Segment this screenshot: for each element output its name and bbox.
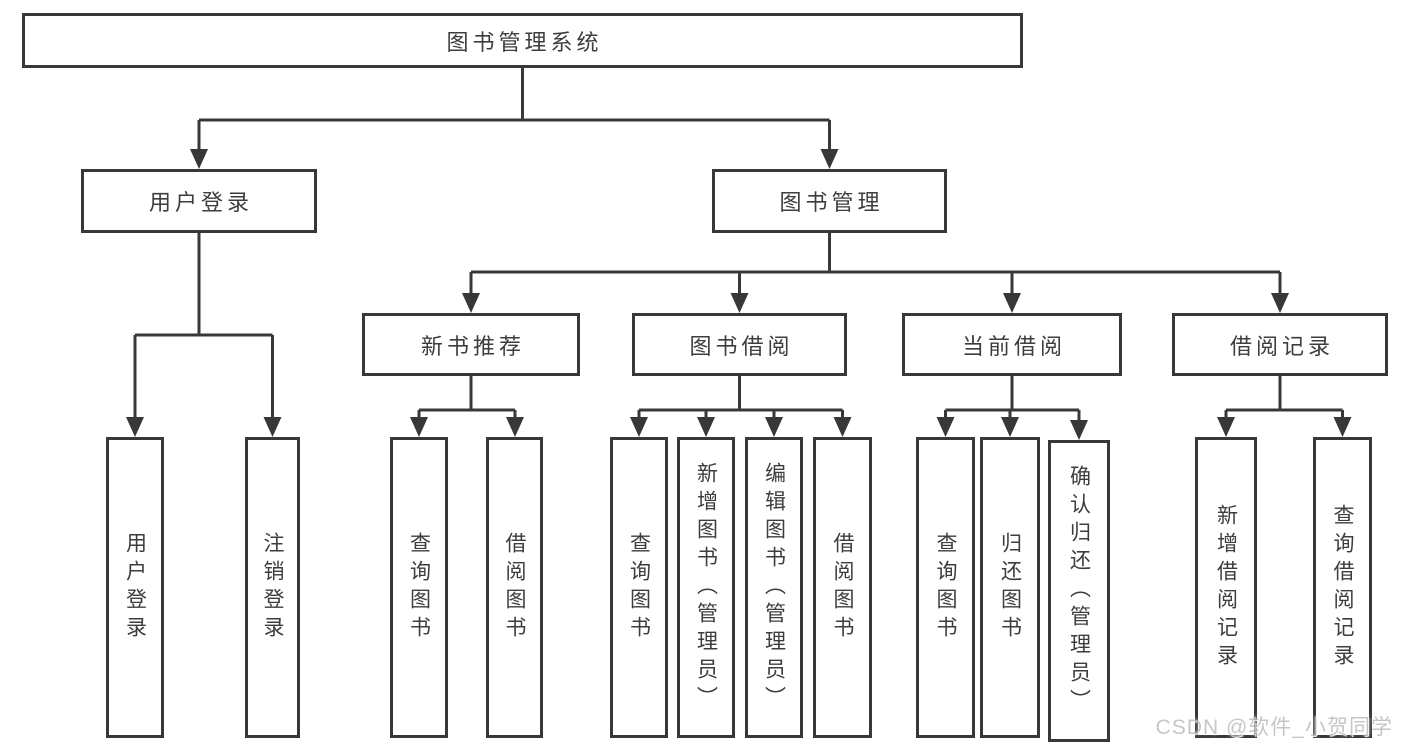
node-label: 图书管理系统 — [446, 29, 603, 55]
node-user-login: 用户登录 — [81, 169, 317, 233]
connector-mgmt-to-level3 — [469, 233, 1282, 299]
node-label: 用户登录 — [123, 531, 147, 644]
node-recommend-query-books: 查询图书 — [390, 437, 448, 738]
node-label: 借阅图书 — [503, 531, 526, 644]
node-records-query-record: 查询借阅记录 — [1313, 437, 1372, 738]
node-label: 查询图书 — [407, 531, 431, 644]
node-borrowing-add-books-admin: 新增图书（管理员） — [677, 437, 735, 738]
node-label: 查询图书 — [627, 531, 651, 644]
connector-login-branch — [133, 233, 274, 423]
node-records-add-record: 新增借阅记录 — [1195, 437, 1257, 738]
node-library-management-system: 图书管理系统 — [22, 13, 1023, 68]
node-borrowing-borrow-books: 借阅图书 — [813, 437, 872, 738]
node-book-borrowing: 图书借阅 — [632, 313, 847, 376]
connector-borrowing-branch — [637, 376, 844, 423]
node-label: 查询借阅记录 — [1331, 503, 1354, 672]
node-borrowing-query-books: 查询图书 — [610, 437, 668, 738]
node-label: 当前借阅 — [961, 333, 1066, 359]
node-label: 用户登录 — [148, 190, 253, 215]
node-current-return-books: 归还图书 — [980, 437, 1040, 738]
node-current-borrowing: 当前借阅 — [902, 313, 1122, 376]
node-label: 新书推荐 — [420, 333, 525, 359]
node-book-management: 图书管理 — [712, 169, 947, 233]
node-label: 归还图书 — [998, 531, 1022, 644]
connector-current-branch — [944, 376, 1081, 426]
node-current-confirm-return-admin: 确认归还（管理员） — [1048, 440, 1110, 742]
node-current-query-books: 查询图书 — [916, 437, 975, 738]
arrowhead-icons — [126, 149, 1352, 440]
connector-recommend-branch — [417, 376, 517, 423]
node-label: 图书管理 — [779, 190, 884, 215]
csdn-watermark: CSDN @软件_小贺同学 — [1155, 716, 1393, 739]
connector-root-to-level2 — [197, 68, 831, 155]
node-label: 新增借阅记录 — [1214, 503, 1238, 672]
node-label: 编辑图书（管理员） — [762, 461, 786, 714]
node-label: 确认归还（管理员） — [1067, 465, 1091, 717]
node-label: 注销登录 — [261, 531, 284, 644]
node-logout-action: 注销登录 — [245, 437, 300, 738]
connector-records-branch — [1224, 376, 1344, 423]
node-label: 查询图书 — [934, 531, 957, 644]
node-label: 借阅记录 — [1229, 333, 1334, 359]
node-label: 新增图书（管理员） — [694, 461, 718, 714]
node-new-book-recommend: 新书推荐 — [362, 313, 580, 376]
node-borrowing-edit-books-admin: 编辑图书（管理员） — [745, 437, 803, 738]
node-user-login-action: 用户登录 — [106, 437, 164, 738]
node-recommend-borrow-books: 借阅图书 — [486, 437, 543, 738]
node-label: 借阅图书 — [831, 531, 854, 644]
node-borrowing-records: 借阅记录 — [1172, 313, 1388, 376]
node-label: 图书借阅 — [689, 333, 794, 359]
